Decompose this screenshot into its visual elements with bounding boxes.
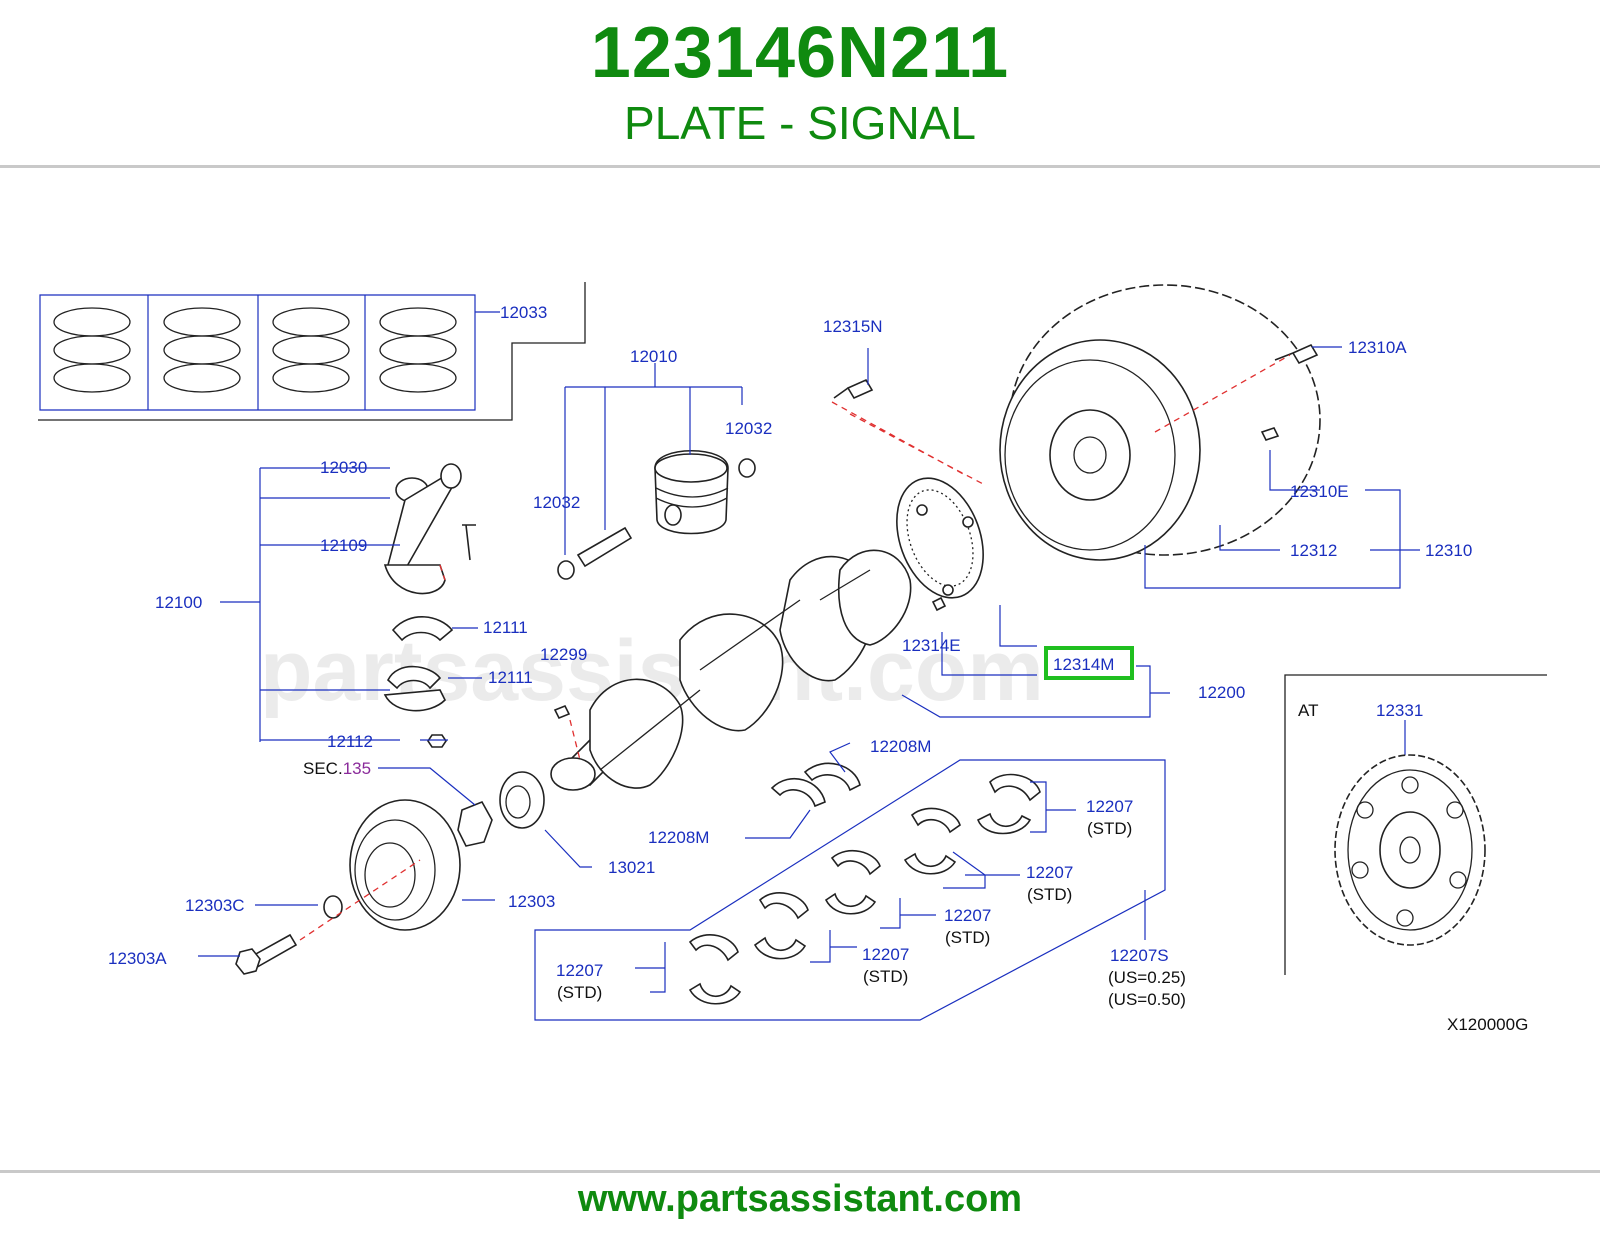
- drive-plate: [1334, 754, 1486, 946]
- label-12207-1: 12207: [1086, 797, 1133, 816]
- std-3: (STD): [945, 928, 990, 947]
- label-12315n: 12315N: [823, 317, 883, 336]
- label-12208m-bottom: 12208M: [648, 828, 709, 847]
- label-12200: 12200: [1198, 683, 1245, 702]
- us-025: (US=0.25): [1108, 968, 1186, 987]
- flywheel: [999, 284, 1321, 561]
- label-12310e: 12310E: [1290, 482, 1349, 501]
- footer-url-link[interactable]: www.partsassistant.com: [577, 1178, 1023, 1220]
- label-12112: 12112: [327, 732, 373, 751]
- label-12111-top: 12111: [483, 618, 528, 637]
- label-12111-bottom: 12111: [488, 668, 533, 687]
- label-12303c: 12303C: [185, 896, 245, 915]
- label-12310a: 12310A: [1348, 338, 1407, 357]
- crankshaft: [550, 549, 912, 791]
- std-4: (STD): [863, 967, 908, 986]
- us-050: (US=0.50): [1108, 990, 1186, 1009]
- piston: [557, 450, 756, 580]
- diagram-code: X120000G: [1447, 1015, 1528, 1034]
- label-12299: 12299: [540, 645, 587, 664]
- label-12208m-top: 12208M: [870, 737, 931, 756]
- part-name-subtitle: PLATE - SIGNAL: [624, 97, 976, 149]
- label-12032-right: 12032: [725, 419, 772, 438]
- label-12100: 12100: [155, 593, 202, 612]
- label-12312: 12312: [1290, 541, 1337, 560]
- main-bearings: [688, 773, 1041, 1005]
- label-12033: 12033: [500, 303, 547, 322]
- std-1: (STD): [1087, 819, 1132, 838]
- label-12030: 12030: [320, 458, 367, 477]
- piston-ring-set: [38, 282, 586, 421]
- label-13021: 13021: [608, 858, 655, 877]
- bolt-12315n: [833, 378, 874, 400]
- label-at: AT: [1298, 701, 1318, 720]
- std-2: (STD): [1027, 885, 1072, 904]
- signal-plate: [896, 477, 984, 612]
- label-12303: 12303: [508, 892, 555, 911]
- parts-diagram: .lb { fill: #1a2fbf; font-size: 17px; } …: [0, 170, 1600, 1170]
- std-5: (STD): [557, 983, 602, 1002]
- label-12331: 12331: [1376, 701, 1423, 720]
- crank-pulley: [235, 771, 545, 975]
- highlight-box: [1044, 646, 1134, 680]
- label-12010: 12010: [630, 347, 677, 366]
- connecting-rod: [383, 463, 476, 595]
- label-12207-5: 12207: [556, 961, 603, 980]
- header-divider: [0, 165, 1600, 168]
- footer-divider: [0, 1170, 1600, 1173]
- label-sec: SEC.135: [303, 759, 371, 778]
- label-12314m-highlighted: 12314M: [1053, 655, 1114, 674]
- label-12314e: 12314E: [902, 636, 961, 655]
- label-12303a: 12303A: [108, 949, 167, 968]
- part-number-title: 123146N211: [590, 13, 1010, 93]
- parts-diagram-svg: .lb { fill: #1a2fbf; font-size: 17px; } …: [38, 282, 1547, 1034]
- label-12207-3: 12207: [944, 906, 991, 925]
- label-12207-4: 12207: [862, 945, 909, 964]
- label-12207s: 12207S: [1110, 946, 1169, 965]
- label-12310: 12310: [1425, 541, 1472, 560]
- label-12109: 12109: [320, 536, 367, 555]
- rod-bearings: [383, 616, 454, 748]
- label-12207-2: 12207: [1026, 863, 1073, 882]
- label-12032-left: 12032: [533, 493, 580, 512]
- thrust-bearings: [770, 762, 861, 808]
- page-header: 123146N211 PLATE - SIGNAL: [0, 0, 1600, 168]
